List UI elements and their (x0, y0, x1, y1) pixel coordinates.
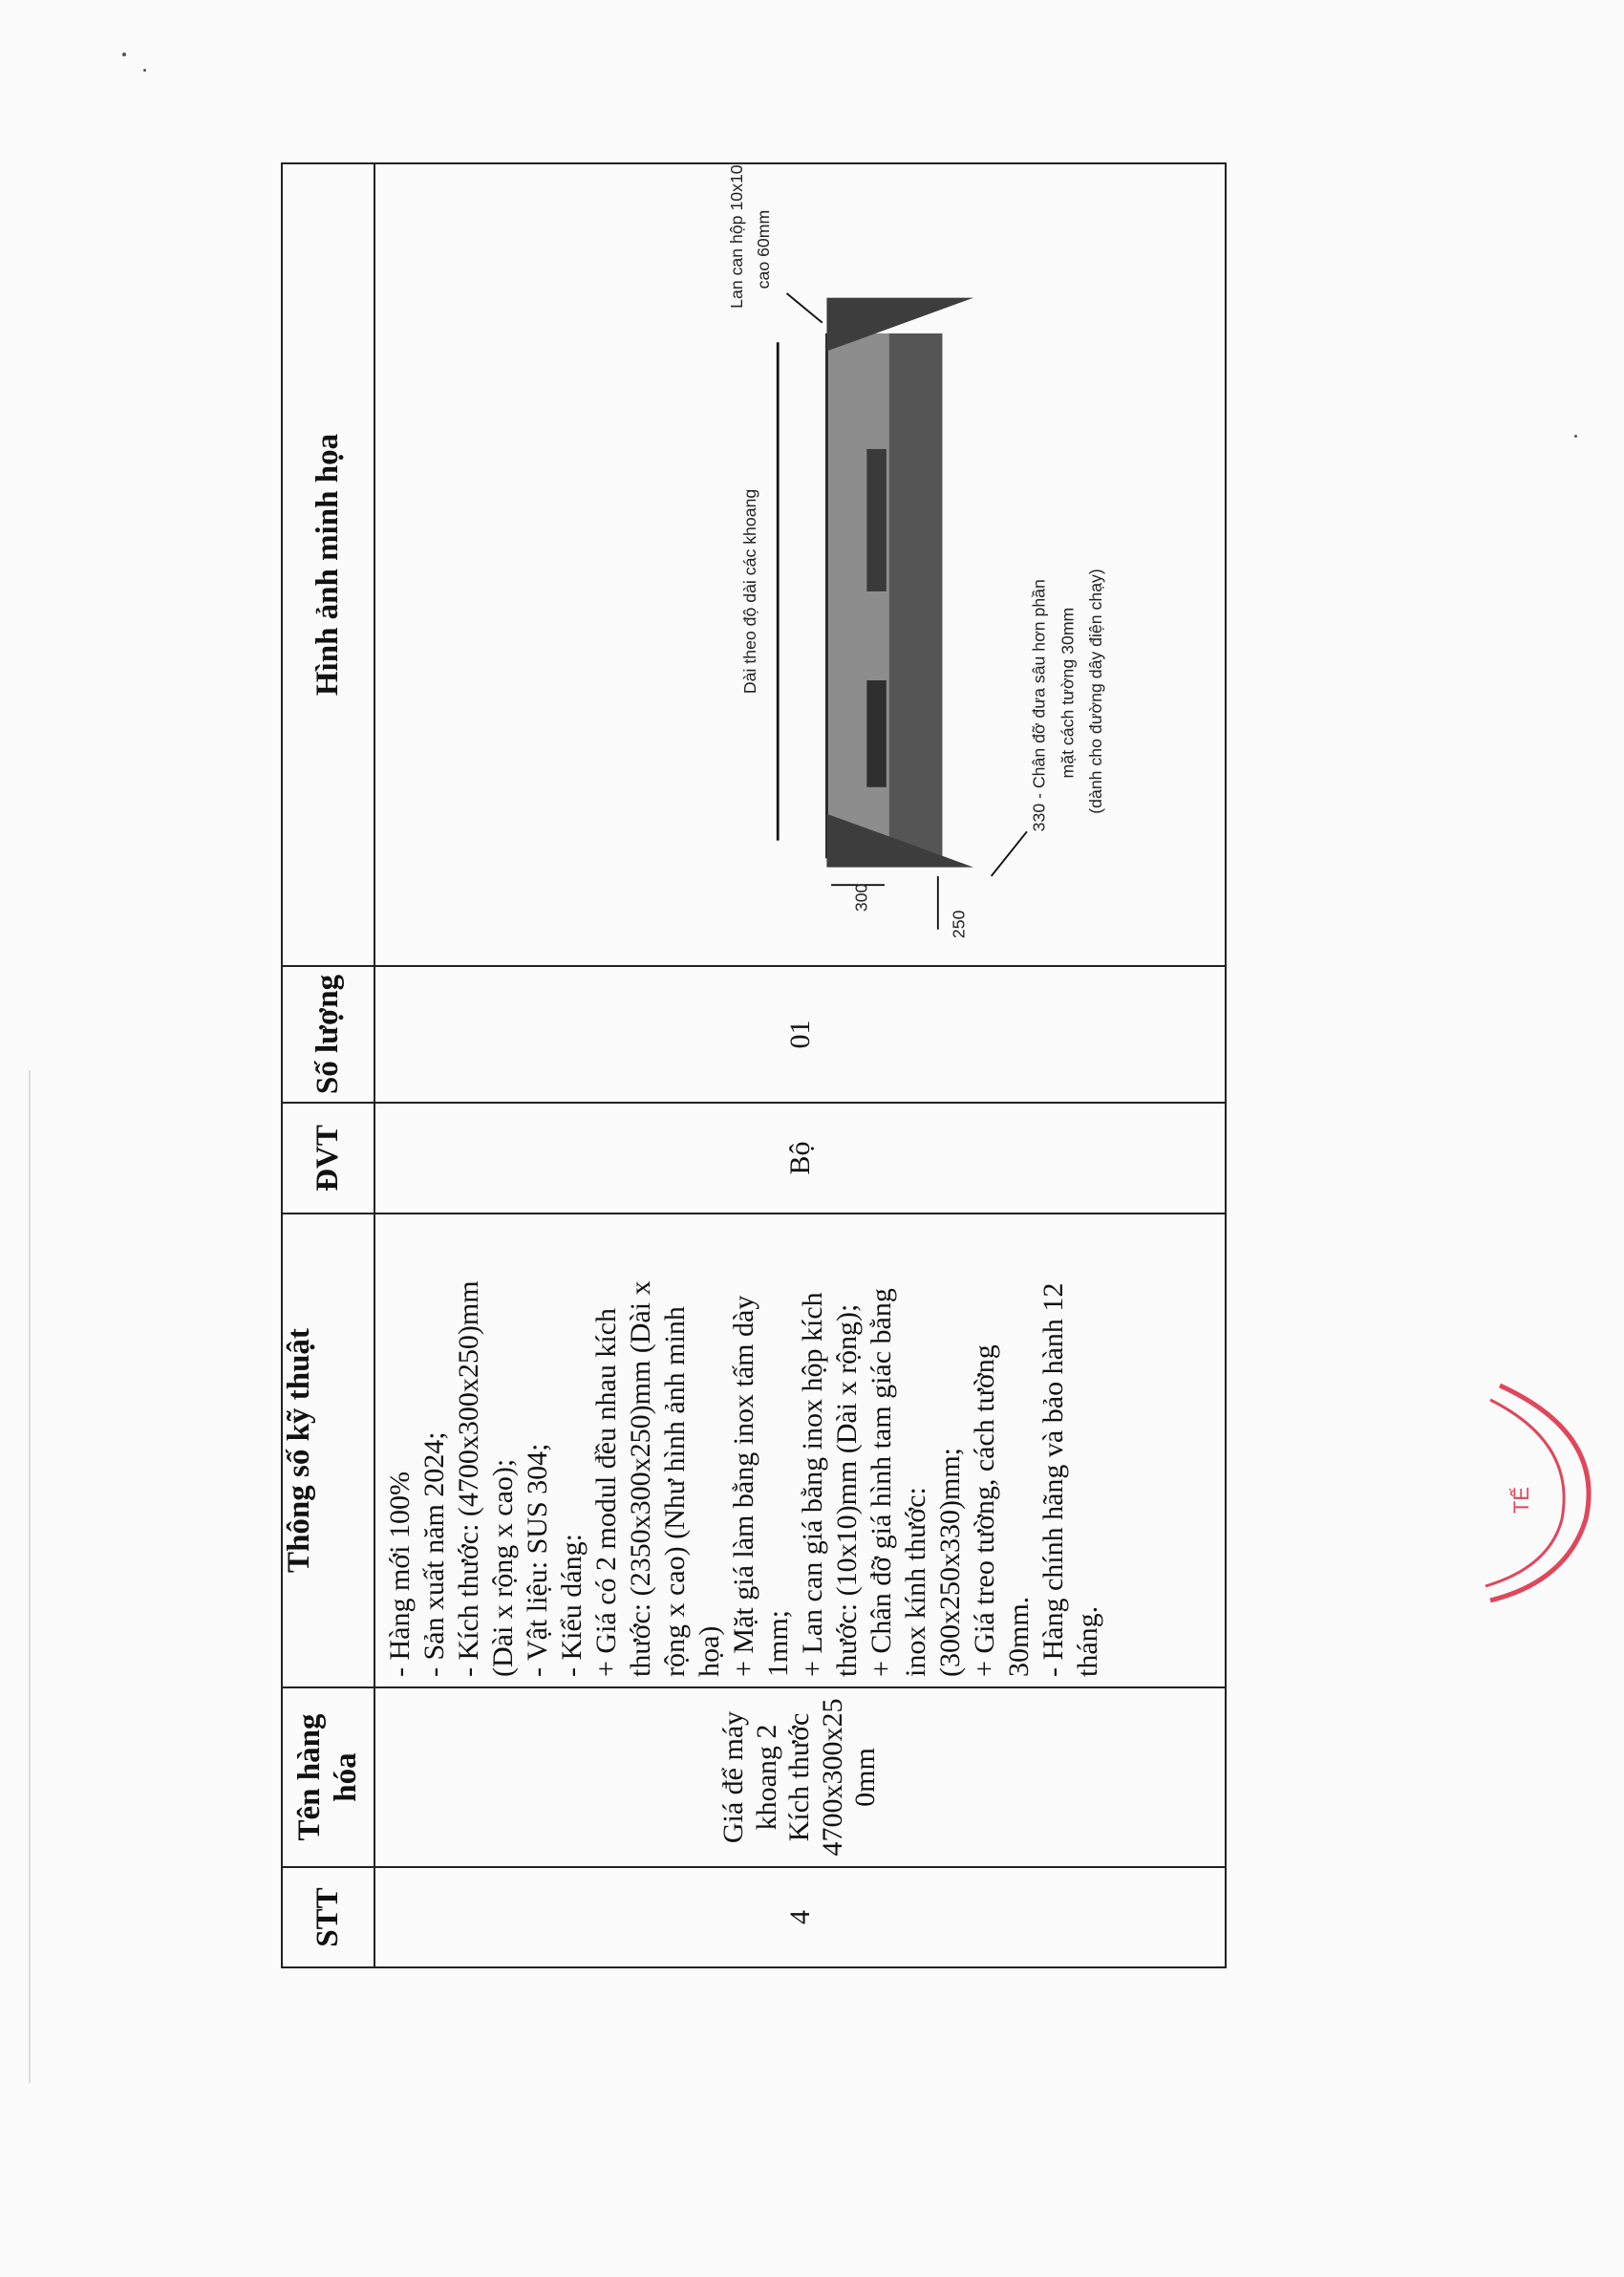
spec-line: tháng. (1072, 1605, 1103, 1677)
spec-line: (Dài x rộng x cao); (487, 1458, 519, 1677)
label-bracket-3: (dành cho đường dây điện chạy) (1086, 569, 1105, 814)
spec-line: inox kính thước: (900, 1487, 931, 1677)
spec-line: - Kích thước: (4700x300x250)mm (453, 1280, 484, 1677)
spec-line: rộng x cao) (Như hình ảnh minh (659, 1306, 691, 1677)
table-row: 4 Giá để máy khoang 2 Kích thước 4700x30… (374, 163, 1226, 1967)
scan-speck (1574, 435, 1577, 438)
header-qty: Số lượng (282, 966, 374, 1103)
rotated-table-block: STT Tên hàng hóa Thông số kỹ thuật ĐVT S… (281, 162, 1227, 1968)
name-line: 4700x300x25 (816, 1698, 848, 1857)
name-line: 0mm (849, 1748, 882, 1807)
name-line: Giá để máy (717, 1710, 750, 1844)
cell-qty: 01 (374, 966, 1226, 1103)
label-bracket-2: mặt cách tường 30mm (1058, 608, 1077, 779)
spec-line: - Hàng chính hãng và bảo hành 12 (1037, 1282, 1069, 1677)
stamp-text: TẾ (1509, 1487, 1533, 1514)
stamp-arc (1489, 1383, 1592, 1603)
spec-line: 1mm; (762, 1609, 794, 1677)
header-spec: Thông số kỹ thuật (282, 1214, 374, 1687)
spec-list: - Hàng mới 100% - Sản xuất năm 2024; - K… (375, 1214, 1105, 1686)
bracket-right (826, 297, 974, 352)
scan-edge (29, 1070, 31, 2083)
stamp-arc-inner (1485, 1398, 1566, 1588)
label-250: 250 (950, 910, 969, 938)
spec-line: - Vật liệu: SUS 304; (522, 1443, 553, 1677)
shelf-shadow (866, 680, 887, 787)
spec-line: - Hàng mới 100% (384, 1471, 416, 1677)
cell-illustration: Dài theo độ dài các khoang Lan can hộp 1… (374, 163, 1226, 966)
label-bracket-1: 330 - Chân đỡ đưa sâu hơn phần (1030, 579, 1049, 831)
header-stt: STT (282, 1867, 374, 1967)
spec-line: - Kiểu dáng: (556, 1534, 588, 1677)
header-name: Tên hàng hóa (282, 1687, 374, 1867)
spec-line: + Chân đỡ giá hình tam giác bằng (865, 1288, 897, 1677)
label-300: 300 (851, 883, 870, 912)
shelf-illustration: Dài theo độ dài các khoang Lan can hộp 1… (727, 164, 1105, 938)
header-unit: ĐVT (282, 1103, 374, 1214)
spec-line: thước: (2350x300x250)mm (Dài x (625, 1280, 656, 1677)
rail-leader-line (785, 292, 823, 324)
cell-name: Giá để máy khoang 2 Kích thước 4700x300x… (374, 1687, 1226, 1867)
name-line: khoang 2 (750, 1724, 782, 1831)
header-image: Hình ảnh minh họa (282, 163, 374, 966)
spec-line: + Mặt giá làm bằng inox tấm dày (728, 1295, 759, 1677)
spec-line: (300x250x330)mm; (934, 1448, 966, 1677)
cell-unit: Bộ (374, 1103, 1226, 1214)
scan-speck (143, 69, 146, 72)
name-line: Kích thước (783, 1712, 816, 1842)
label-length: Dài theo độ dài các khoang (740, 489, 759, 694)
red-stamp-fragment: TẾ (1485, 1383, 1592, 1603)
spec-line: + Giá có 2 modul đều nhau kích (590, 1307, 622, 1677)
scan-speck (122, 53, 126, 56)
shelf-shadow (866, 448, 887, 591)
label-rail-height: cao 60mm (754, 210, 773, 290)
spec-line: - Sản xuất năm 2024; (418, 1431, 450, 1677)
spec-line: họa) (694, 1625, 725, 1677)
spec-line: + Lan can giá bằng inox hộp kích (797, 1292, 828, 1677)
label-rail: Lan can hộp 10x10mm (727, 164, 746, 309)
cell-spec: - Hàng mới 100% - Sản xuất năm 2024; - K… (374, 1214, 1226, 1687)
bracket-leader-line (990, 830, 1028, 877)
spec-line: + Giá treo tường, cách tường (969, 1344, 1000, 1677)
spec-line: 30mm. (1003, 1596, 1035, 1677)
shelf-front-face (888, 333, 943, 859)
cell-stt: 4 (374, 1867, 1226, 1967)
table-header-row: STT Tên hàng hóa Thông số kỹ thuật ĐVT S… (282, 163, 374, 1967)
spec-line: thước: (10x10)mm (Dài x rộng); (831, 1303, 863, 1677)
spec-table: STT Tên hàng hóa Thông số kỹ thuật ĐVT S… (281, 162, 1227, 1968)
